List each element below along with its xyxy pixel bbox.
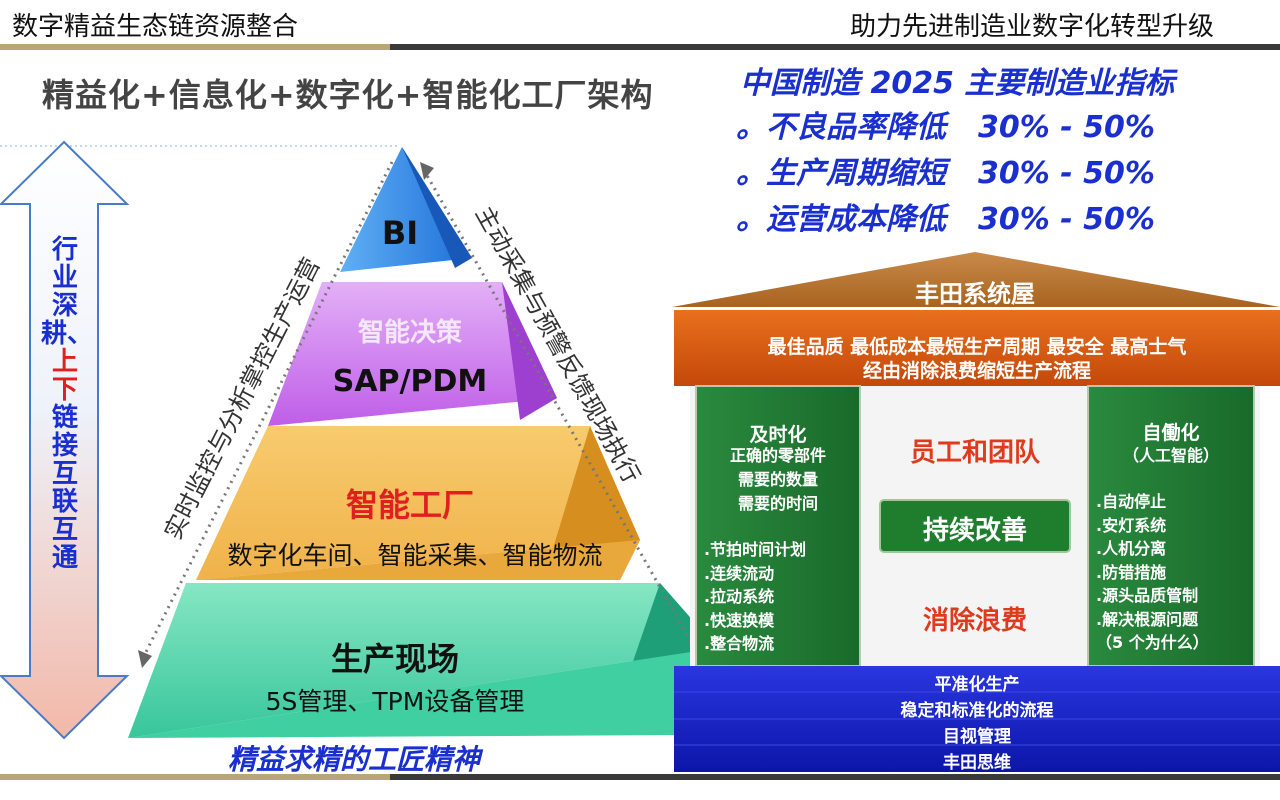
list-item: .拉动系统 <box>704 587 775 606</box>
house-roof-label: 丰田系统屋 <box>915 280 1035 308</box>
beam-line1: 最佳品质 最低成本最短生产周期 最安全 最高士气 <box>767 336 1187 358</box>
target-row: 。不良品率降低 30% - 50% <box>736 102 1155 146</box>
subtitle-line: 需要的时间 <box>737 494 818 513</box>
right-pillar-subtitle: （人工智能） <box>1122 446 1219 465</box>
side-char: 耕、 <box>41 319 94 349</box>
target-value: 30% - 50% <box>978 110 1155 145</box>
right-dotted-arrow <box>420 162 706 666</box>
target-row: 。生产周期缩短 30% - 50% <box>736 148 1155 192</box>
craftsman-spirit: 精益求精的工匠精神 <box>228 743 481 776</box>
level2-subtitle: SAP/PDM <box>332 364 488 399</box>
center-middle-label: 持续改善 <box>922 516 1027 546</box>
side-arrow-text: 行 业 深 耕、 上 下 链 接 互 联 互 通 <box>41 235 93 573</box>
beam-line2: 经由消除浪费缩短生产流程 <box>862 360 1091 382</box>
side-char: 深 <box>51 291 78 321</box>
level4-subtitle: 5S管理、TPM设备管理 <box>265 687 525 716</box>
side-char: 业 <box>51 263 78 293</box>
house-beam <box>674 310 1280 386</box>
center-top-label: 员工和团队 <box>909 438 1040 468</box>
target-value: 30% - 50% <box>978 202 1155 237</box>
list-item: .源头品质管制 <box>1096 586 1199 605</box>
list-item: .连续流动 <box>704 563 775 583</box>
side-char: 行 <box>51 235 78 265</box>
header-divider-dark <box>390 44 1280 50</box>
list-item: .防错措施 <box>1096 562 1167 582</box>
level3-subtitle: 数字化车间、智能采集、智能物流 <box>227 541 603 570</box>
footer-divider-dark <box>390 774 1280 780</box>
foundation-row: 目视管理 <box>943 727 1011 747</box>
list-item: .安灯系统 <box>1096 515 1167 535</box>
level4-title: 生产现场 <box>330 640 459 678</box>
list-item: .节拍时间计划 <box>704 540 807 559</box>
right-pillar-title: 自働化 <box>1142 422 1200 444</box>
level3-title: 智能工厂 <box>345 486 474 524</box>
level2-title: 智能决策 <box>357 318 462 348</box>
house-roof <box>672 252 1280 307</box>
target-label: 不良品率降低 <box>766 110 946 145</box>
center-bottom-label: 消除浪费 <box>922 606 1027 636</box>
foundation-row: 稳定和标准化的流程 <box>900 701 1054 721</box>
target-bullet: 。 <box>736 110 766 145</box>
header-right-title: 助力先进制造业数字化转型升级 <box>849 12 1214 42</box>
left-pillar-title: 及时化 <box>749 424 807 446</box>
continuous-improvement-box <box>879 499 1071 553</box>
list-item: .整合物流 <box>704 634 775 653</box>
left-pillar-subtitle: 正确的零部件 需要的数量 需要的时间 <box>696 444 860 516</box>
pyramid-level-1 <box>340 147 472 272</box>
made-in-china-title: 中国制造 2025 主要制造业指标 <box>740 66 1175 101</box>
header-left-title: 数字精益生态链资源整合 <box>12 12 299 42</box>
left-pillar-items: .节拍时间计划 .连续流动 .拉动系统 .快速换模 .整合物流 <box>704 538 854 656</box>
footer-divider-gold <box>0 774 390 780</box>
target-bullet: 。 <box>736 156 766 191</box>
left-dotted-arrow <box>138 161 394 668</box>
side-char: 互 <box>51 459 78 489</box>
pyramid-level-2 <box>268 282 557 426</box>
double-arrow <box>0 140 130 740</box>
list-item: .快速换模 <box>704 610 775 630</box>
side-char-red: 下 <box>51 375 78 405</box>
list-item: （5 个为什么） <box>1096 633 1209 652</box>
architecture-title: 精益化+信息化+数字化+智能化工厂架构 <box>42 76 654 114</box>
side-char-red: 上 <box>51 347 78 377</box>
side-char: 接 <box>51 431 78 461</box>
foundation-row: 丰田思维 <box>943 753 1011 773</box>
pyramid-level-3 <box>196 426 640 580</box>
target-label: 生产周期缩短 <box>766 156 946 191</box>
foundation-row: 平准化生产 <box>934 675 1020 695</box>
target-bullet: 。 <box>736 202 766 237</box>
target-label: 运营成本降低 <box>766 202 946 237</box>
list-item: .解决根源问题 <box>1096 609 1199 629</box>
bi-label: BI <box>381 214 419 252</box>
side-char: 链 <box>51 403 78 433</box>
target-value: 30% - 50% <box>978 156 1155 191</box>
subtitle-line: 正确的零部件 <box>729 446 826 465</box>
list-item: .自动停止 <box>1096 492 1167 511</box>
target-row: 。运营成本降低 30% - 50% <box>736 194 1155 238</box>
header-divider-gold <box>0 44 390 50</box>
side-char: 联 <box>51 487 78 517</box>
right-pillar-items: .自动停止 .安灯系统 .人机分离 .防错措施 .源头品质管制 .解决根源问题 … <box>1096 490 1256 655</box>
subtitle-line: 需要的数量 <box>737 470 818 489</box>
side-char: 通 <box>51 543 78 573</box>
side-char: 互 <box>51 515 78 545</box>
list-item: .人机分离 <box>1096 539 1167 558</box>
